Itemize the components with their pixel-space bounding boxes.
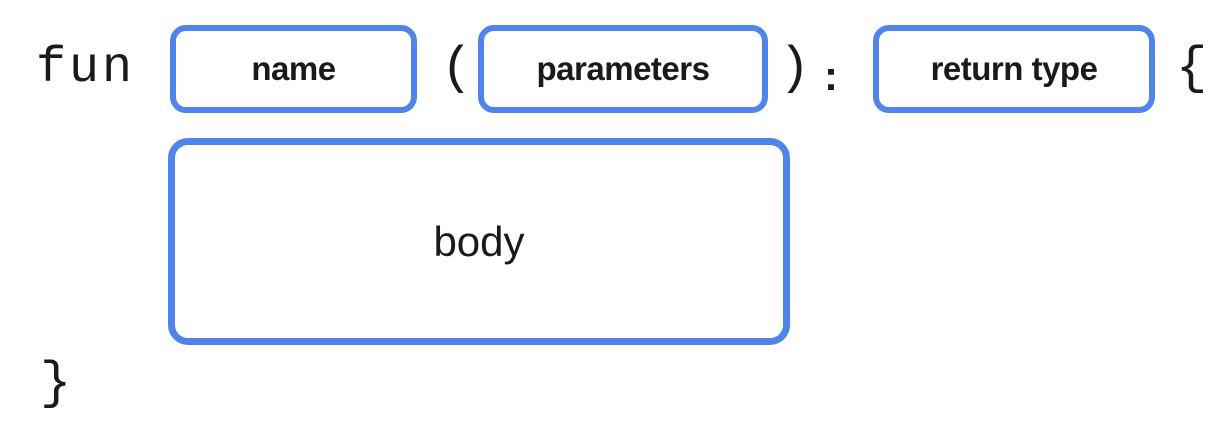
open-brace: { <box>1176 39 1208 98</box>
parameters-slot-label: parameters <box>536 50 710 87</box>
colon-separator: : <box>824 52 838 99</box>
close-paren: ) <box>779 39 811 98</box>
open-paren: ( <box>441 39 473 98</box>
name-slot-label: name <box>251 50 336 87</box>
keyword-fun: fun <box>36 40 136 97</box>
name-slot-box: name <box>170 25 417 113</box>
body-slot-box: body <box>168 138 790 345</box>
parameters-slot-box: parameters <box>478 25 768 113</box>
return-type-slot-label: return type <box>930 50 1098 87</box>
close-brace: } <box>40 354 72 413</box>
body-slot-label: body <box>433 217 525 265</box>
return-type-slot-box: return type <box>873 25 1155 113</box>
